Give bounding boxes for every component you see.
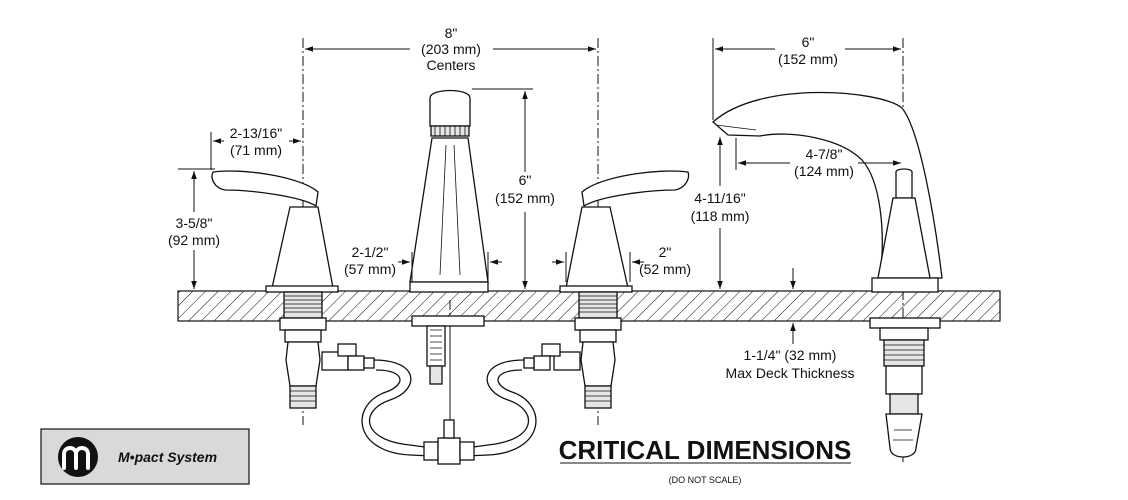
spout-height-mm-label: (152 mm) [495, 190, 555, 206]
base-left-mm-label: (57 mm) [344, 261, 396, 277]
spout-reach-inch-label: 6" [802, 34, 815, 50]
title-block: CRITICAL DIMENSIONS (DO NOT SCALE) [559, 435, 852, 485]
aerator-reach-inch-label: 4-7/8" [806, 146, 843, 162]
aerator-height-inch-label: 4-11/16" [694, 190, 745, 206]
mpact-badge-label: M•pact System [118, 449, 217, 465]
handle-height-mm-label: (92 mm) [168, 232, 220, 248]
base-left-inch-label: 2-1/2" [352, 244, 389, 260]
supply-hoses [361, 359, 537, 465]
deck-thickness-line2: Max Deck Thickness [726, 365, 855, 381]
handle-reach-inch-label: 2-13/16" [230, 125, 282, 141]
left-handle [211, 170, 375, 409]
mpact-logo-icon [58, 437, 98, 477]
base-right-inch-label: 2" [659, 244, 672, 260]
dim-spout-height: 6" (152 mm) [472, 88, 555, 289]
centers-word-label: Centers [426, 57, 475, 73]
dim-aerator-reach: 4-7/8" (124 mm) [735, 138, 901, 179]
centers-inch-label: 8" [445, 25, 458, 41]
diagram-subtitle: (DO NOT SCALE) [669, 475, 742, 485]
handle-reach-mm-label: (71 mm) [230, 142, 282, 158]
dim-handle-height: 3-5/8" (92 mm) [168, 168, 220, 289]
side-spout [712, 91, 943, 458]
handle-height-inch-label: 3-5/8" [176, 215, 213, 231]
spout-height-inch-label: 6" [519, 172, 532, 188]
dim-aerator-height: 4-11/16" (118 mm) [691, 137, 750, 289]
deck-thickness-line1: 1-1/4" (32 mm) [744, 347, 837, 363]
spout-reach-mm-label: (152 mm) [778, 51, 838, 67]
aerator-reach-mm-label: (124 mm) [794, 163, 854, 179]
center-spout [409, 89, 489, 440]
dim-base-left: 2-1/2" (57 mm) [344, 244, 502, 282]
centers-mm-label: (203 mm) [421, 41, 481, 57]
dim-handle-reach: 2-13/16" (71 mm) [210, 125, 301, 170]
diagram-title: CRITICAL DIMENSIONS [559, 435, 852, 465]
dim-deck-thickness: 1-1/4" (32 mm) Max Deck Thickness [726, 268, 855, 381]
aerator-height-mm-label: (118 mm) [691, 208, 750, 224]
right-handle [523, 170, 690, 409]
dim-spout-reach: 6" (152 mm) [712, 34, 901, 120]
base-right-mm-label: (52 mm) [639, 261, 691, 277]
mpact-badge: M•pact System [40, 428, 250, 485]
dim-centers: 8" (203 mm) Centers [305, 25, 596, 73]
dim-base-right: 2" (52 mm) [552, 244, 691, 282]
